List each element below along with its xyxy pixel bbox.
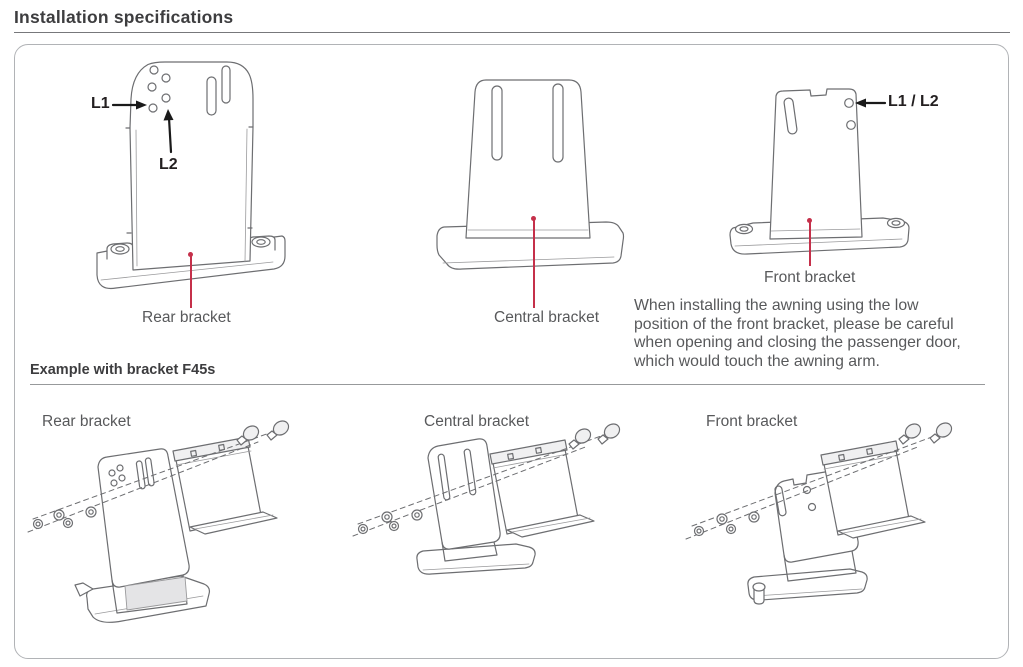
- central-bracket-exploded-figure: [352, 423, 621, 575]
- l2-arrow: [167, 116, 173, 154]
- central-bracket-figure: [436, 79, 625, 270]
- example-front-bracket-label: Front bracket: [706, 413, 798, 430]
- front-bracket-exploded-figure: [685, 422, 953, 605]
- front-bracket-leader-line: [807, 218, 812, 266]
- title-divider: [14, 32, 1010, 33]
- central-bracket-leader-line: [531, 216, 536, 308]
- rear-bracket-exploded-figure: [27, 420, 290, 623]
- example-section-heading: Example with bracket F45s: [30, 362, 216, 378]
- front-bracket-figure: [729, 88, 910, 255]
- example-central-bracket-label: Central bracket: [424, 413, 530, 430]
- central-bracket-label: Central bracket: [494, 309, 600, 326]
- l2-label: L2: [159, 156, 178, 173]
- front-bracket-label: Front bracket: [764, 269, 856, 286]
- front-bracket-warning-text: When installing the awning using the low…: [634, 297, 961, 370]
- example-rear-bracket-label: Rear bracket: [42, 413, 131, 430]
- example-section-divider: [30, 384, 985, 385]
- rear-bracket-label: Rear bracket: [142, 309, 231, 326]
- rear-bracket-leader-line: [188, 252, 193, 308]
- l1l2-label: L1 / L2: [888, 93, 939, 110]
- l1-label: L1: [91, 95, 110, 112]
- page-title: Installation specifications: [14, 7, 234, 27]
